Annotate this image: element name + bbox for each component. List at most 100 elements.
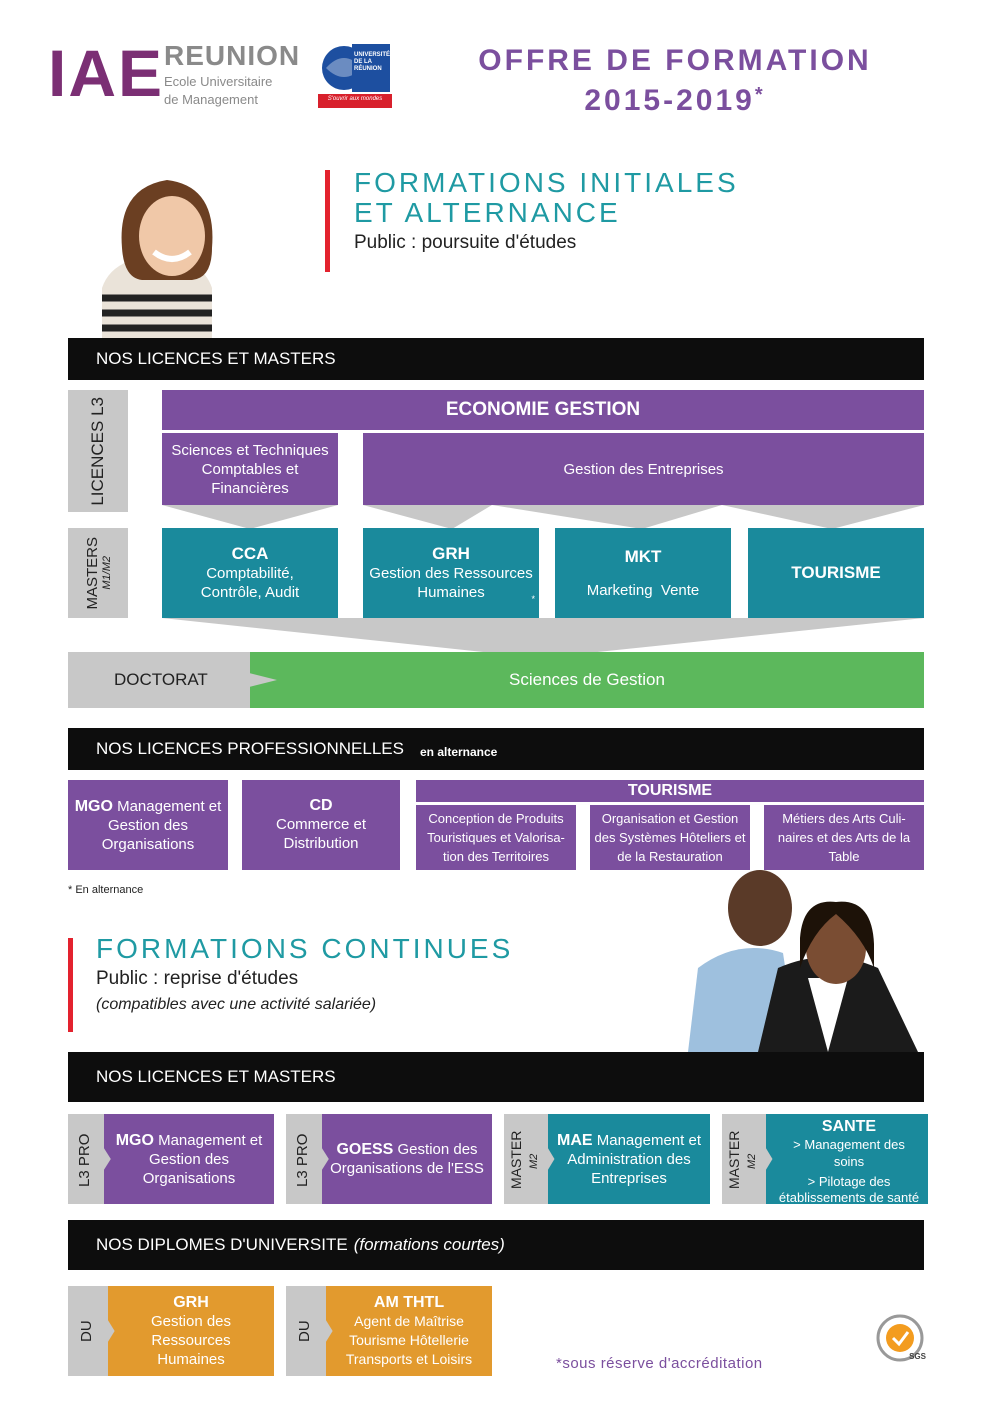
du-amthtl: DU AM THTL Agent de Maîtrise Tourisme Hô… bbox=[286, 1286, 492, 1376]
continues-item-sante: MASTER M2 SANTE > Management des soins >… bbox=[722, 1114, 928, 1204]
initiales-accent-line bbox=[325, 170, 330, 272]
initiales-heading-line2: ET ALTERNANCE bbox=[354, 197, 621, 228]
lp-tourisme-item-3-text: Métiers des Arts Culi-naires et des Arts… bbox=[777, 811, 911, 864]
page-title-star: * bbox=[754, 84, 766, 106]
globe-icon bbox=[318, 44, 392, 108]
licences-pro-bar: NOS LICENCES PROFESSIONNELLES en alterna… bbox=[68, 728, 924, 770]
masters-subtext: M1/M2 bbox=[100, 556, 113, 590]
continues-item-sante-body: SANTE > Management des soins > Pilotage … bbox=[766, 1114, 928, 1204]
universite-slogan: S'ouvrir aux mondes bbox=[327, 96, 383, 102]
lp-cd: CD Commerce et Distribution bbox=[242, 780, 400, 870]
student-photo bbox=[72, 168, 242, 338]
iae-logo-mark: IAE bbox=[48, 36, 165, 110]
continues-item-sante-desc2: > Pilotage des établissements de santé bbox=[778, 1174, 920, 1205]
continues-item-mae-body: MAE Management et Administration des Ent… bbox=[548, 1114, 710, 1204]
master-mkt-desc: Marketing Vente bbox=[586, 581, 700, 599]
gestion-entreprises-label: Gestion des Entreprises bbox=[563, 460, 724, 478]
lp-mgo-desc: Management et Gestion des Organisations bbox=[101, 797, 222, 853]
continues-heading-line: FORMATIONS CONTINUES bbox=[96, 933, 514, 964]
du-bar-suffix: (formations courtes) bbox=[353, 1235, 505, 1254]
continues-item-sante-code: SANTE bbox=[821, 1118, 877, 1135]
continues-item-mgo-tag: L3 PRO bbox=[76, 1133, 93, 1187]
master-tourisme: TOURISME bbox=[748, 528, 924, 618]
page-title-line2: 2015-2019* bbox=[470, 84, 880, 118]
continues-item-goess-text: GOESS Gestion des Organisations de l'ESS bbox=[330, 1140, 484, 1178]
continues-item-mgo-code: MGO bbox=[115, 1131, 154, 1149]
continues-accent-line bbox=[68, 938, 73, 1032]
master-mkt: MKT Marketing Vente bbox=[555, 528, 731, 618]
du-amthtl-code: AM THTL bbox=[373, 1293, 445, 1311]
continues-licences-masters-bar-label: NOS LICENCES ET MASTERS bbox=[96, 1067, 336, 1086]
du-amthtl-desc: Agent de Maîtrise Tourisme Hôtellerie Tr… bbox=[345, 1312, 473, 1367]
universite-logo-text: UNIVERSITÉ DE LA RÉUNION bbox=[354, 52, 391, 72]
du-bar: NOS DIPLOMES D'UNIVERSITE (formations co… bbox=[68, 1220, 924, 1270]
continues-item-mgo-text: MGO Management et Gestion des Organisati… bbox=[112, 1131, 266, 1188]
continues-item-goess-desc: Gestion des Organisations de l'ESS bbox=[330, 1141, 484, 1177]
du-amthtl-body: AM THTL Agent de Maîtrise Tourisme Hôtel… bbox=[326, 1286, 492, 1376]
continues-item-goess-code: GOESS bbox=[336, 1141, 394, 1158]
doctorat-value: Sciences de Gestion bbox=[509, 670, 665, 689]
initiales-heading: FORMATIONS INITIALES ET ALTERNANCE Publi… bbox=[354, 168, 739, 254]
master-tourisme-code: TOURISME bbox=[791, 563, 881, 582]
lp-cd-desc: Commerce et Distribution bbox=[275, 816, 367, 852]
lp-tourisme-item-1-text: Conception de Produits Touristiques et V… bbox=[427, 811, 565, 864]
continues-item-goess-body: GOESS Gestion des Organisations de l'ESS bbox=[322, 1114, 492, 1204]
gestion-entreprises-box: Gestion des Entreprises bbox=[363, 433, 924, 505]
accreditation-note: *sous réserve d'accréditation bbox=[556, 1355, 763, 1372]
continues-item-mae: MASTER M2 MAE Management et Administrati… bbox=[504, 1114, 710, 1204]
continues-item-sante-tag-sub: M2 bbox=[746, 1153, 758, 1169]
continues-compat: (compatibles avec une activité salariée) bbox=[96, 996, 377, 1013]
lp-tourisme-item-2-text: Organisation et Gestion des Systèmes Hôt… bbox=[594, 811, 746, 864]
initiales-heading-line1: FORMATIONS INITIALES bbox=[354, 167, 739, 198]
stcf-box: Sciences et Techniques Comptables et Fin… bbox=[162, 433, 338, 505]
continues-item-mae-code: MAE bbox=[557, 1131, 593, 1149]
lp-tourisme-item-1: Conception de Produits Touristiques et V… bbox=[416, 805, 576, 870]
continues-public: Public : reprise d'études bbox=[96, 968, 299, 989]
du-grh-tag: DU bbox=[78, 1320, 95, 1342]
continues-item-goess: L3 PRO GOESS Gestion des Organisations d… bbox=[286, 1114, 492, 1204]
master-grh: GRH Gestion des Ressources Humaines * bbox=[363, 528, 539, 618]
universite-logo: UNIVERSITÉ DE LA RÉUNION S'ouvrir aux mo… bbox=[318, 38, 392, 110]
page-title-line1: OFFRE DE FORMATION bbox=[478, 44, 872, 77]
stcf-label: Sciences et Techniques Comptables et Fin… bbox=[171, 441, 329, 497]
licences-arrows bbox=[162, 505, 924, 529]
licences-masters-bar-label: NOS LICENCES ET MASTERS bbox=[96, 349, 336, 368]
continues-item-mae-text: MAE Management et Administration des Ent… bbox=[556, 1131, 702, 1188]
continues-licences-masters-bar: NOS LICENCES ET MASTERS bbox=[68, 1052, 924, 1102]
continues-heading: FORMATIONS CONTINUES Public : reprise d'… bbox=[96, 934, 513, 1014]
certification-check-icon bbox=[876, 1314, 924, 1362]
page-title-years: 2015-2019 bbox=[584, 84, 755, 117]
du-bar-label: NOS DIPLOMES D'UNIVERSITE bbox=[96, 1235, 348, 1254]
certification-label: SGS bbox=[909, 1352, 926, 1361]
economie-gestion-label: ECONOMIE GESTION bbox=[445, 399, 641, 420]
licences-l3-text: LICENCES L3 bbox=[88, 396, 107, 506]
master-grh-desc: Gestion des Ressources Humaines bbox=[369, 565, 533, 601]
lp-cd-code: CD bbox=[309, 797, 333, 814]
du-grh: DU GRH Gestion des Ressources Humaines bbox=[68, 1286, 274, 1376]
continues-item-mgo-body: MGO Management et Gestion des Organisati… bbox=[104, 1114, 274, 1204]
du-grh-body: GRH Gestion des Ressources Humaines bbox=[108, 1286, 274, 1376]
licences-pro-bar-label: NOS LICENCES PROFESSIONNELLES bbox=[96, 739, 404, 758]
lp-mgo-code: MGO bbox=[74, 797, 113, 815]
master-cca-code: CCA bbox=[231, 544, 269, 563]
lp-tourisme-item-3: Métiers des Arts Culi-naires et des Arts… bbox=[764, 805, 924, 870]
lp-tourisme-item-2: Organisation et Gestion des Systèmes Hôt… bbox=[590, 805, 750, 870]
initiales-public: Public : poursuite d'études bbox=[354, 232, 577, 253]
du-grh-code: GRH bbox=[173, 1293, 209, 1311]
continues-item-goess-tag: L3 PRO bbox=[294, 1133, 311, 1187]
certification-badge: SGS bbox=[872, 1312, 928, 1376]
iae-logo-sub1: Ecole Universitaire bbox=[164, 74, 273, 89]
continues-item-mae-tag-sub: M2 bbox=[528, 1153, 540, 1169]
master-grh-code: GRH bbox=[432, 544, 470, 563]
alternance-footnote: * En alternance bbox=[68, 884, 144, 896]
licences-masters-bar: NOS LICENCES ET MASTERS bbox=[68, 338, 924, 380]
masters-text: MASTERS bbox=[83, 536, 101, 610]
continues-item-sante-tag: MASTER bbox=[726, 1130, 742, 1190]
economie-gestion-header: ECONOMIE GESTION bbox=[162, 390, 924, 430]
master-grh-mark: * bbox=[531, 594, 535, 604]
masters-to-doctorat-funnel bbox=[162, 618, 924, 658]
doctorat-label: DOCTORAT bbox=[114, 670, 208, 689]
continues-item-mae-tag: MASTER bbox=[508, 1130, 524, 1190]
master-mkt-code: MKT bbox=[624, 546, 662, 566]
lp-mgo-text: MGO Management et Gestion des Organisati… bbox=[74, 797, 222, 854]
